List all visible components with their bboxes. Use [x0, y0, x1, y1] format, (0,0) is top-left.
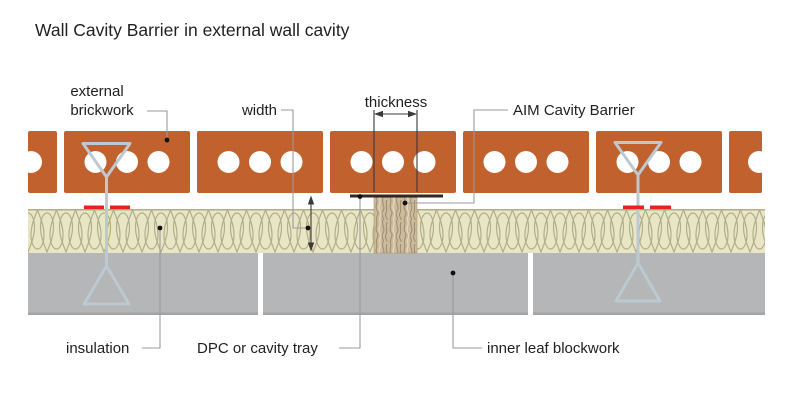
inner-leaf-blockwork-layer: [28, 253, 765, 315]
inner-leaf-blockwork-leader: [450, 270, 482, 349]
dpc-line: [350, 194, 443, 198]
diagram-title: Wall Cavity Barrier in external wall cav…: [35, 20, 350, 40]
cavity-barrier: [373, 197, 418, 254]
external-brickwork-leader: [147, 110, 170, 143]
label-insulation: insulation: [66, 340, 129, 357]
aim-cavity-barrier-leader: [402, 109, 508, 206]
wall-tie-right: [613, 141, 663, 303]
wall-tie-top-triangle: [81, 142, 132, 179]
dpc-leader: [339, 194, 363, 349]
label-external-brickwork-line2: brickwork: [70, 102, 134, 119]
thickness-dimension: [373, 110, 418, 192]
brick-perforations: [20, 151, 770, 173]
external-brickwork-layer: [20, 131, 770, 193]
wall-tie-top-triangle: [613, 141, 663, 177]
width-dimension: [281, 109, 315, 252]
label-aim-cavity-barrier: AIM Cavity Barrier: [513, 102, 635, 119]
brick: [28, 131, 57, 193]
insulation-leader: [142, 225, 163, 349]
label-width: width: [241, 102, 277, 119]
brick: [729, 131, 762, 193]
label-thickness: thickness: [365, 94, 428, 111]
label-external-brickwork-line1: external: [70, 83, 123, 100]
block: [28, 253, 258, 315]
block: [263, 253, 528, 315]
insulation-retaining-clip-right: [623, 205, 671, 210]
wall-tie-bottom-triangle: [82, 264, 131, 306]
wall-tie-left: [81, 142, 132, 306]
wall-tie-bottom-triangle: [614, 261, 662, 303]
label-dpc-or-cavity-tray: DPC or cavity tray: [197, 340, 318, 357]
label-external-brickwork: external brickwork: [70, 83, 134, 119]
insulation-retaining-clip-left: [84, 205, 130, 210]
label-inner-leaf-blockwork: inner leaf blockwork: [487, 340, 620, 357]
